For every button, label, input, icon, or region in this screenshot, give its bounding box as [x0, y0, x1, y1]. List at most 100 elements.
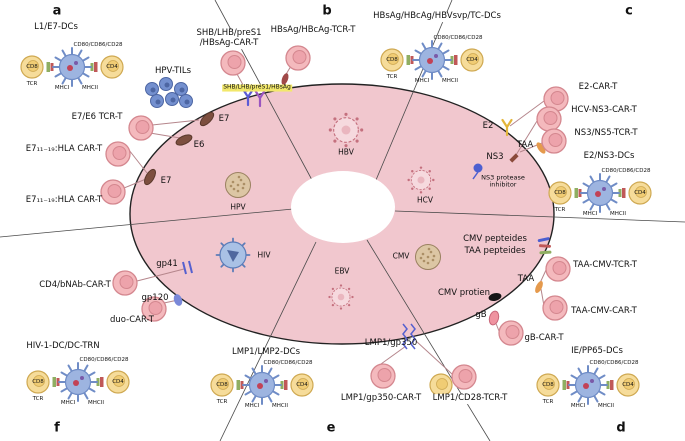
dc-c-top-cd4-label: CD4: [466, 56, 478, 63]
dc-d-cd8-label: CD8: [542, 381, 554, 388]
label-taa-cmv-tcr-t: TAA-CMV-TCR-T: [573, 260, 637, 271]
label-lmp1-cd28-tcr-t: LMP1/CD28-TCR-T: [431, 393, 509, 404]
cmv-protein-shape: [488, 293, 502, 301]
dc-a-mhc2-label: MHCII: [82, 84, 98, 91]
dc-c-top-mhc2-label: MHCII: [442, 77, 458, 84]
ns3-antigen: [509, 153, 519, 163]
tcell-hbsag-tcr-t: [285, 45, 311, 71]
dc-d-mhc1-label: MHCI: [570, 402, 586, 409]
tcell-taa-cmv-car-t: [542, 295, 568, 321]
hbv-virus-icon: [328, 112, 364, 148]
dc-c-top-mhc1-label: MHCI: [414, 77, 430, 84]
panel-label-f: f: [54, 420, 60, 436]
dc-f-cd8-label: CD8: [32, 378, 44, 385]
hiv-virus-icon: [215, 237, 251, 273]
panel-label-d: d: [616, 420, 626, 436]
hiv-label: HIV: [257, 250, 271, 260]
dc-e-cd4-label: CD4: [296, 381, 308, 388]
label-cd4-bnab-car-t: CD4/bNAb-CAR-T: [39, 280, 111, 291]
dc-f-mhc1-label: MHCI: [60, 399, 76, 406]
label-taa-peptides: TAA pepteides: [464, 246, 526, 257]
label-gp41: gp41: [156, 259, 178, 270]
tcell-hcv-ns3-car-t: [536, 106, 562, 132]
gp41-antigen: [182, 260, 193, 275]
e7-antigen-bottom: [144, 168, 156, 186]
dc-d-costim-label: CD80/CD86/CD28: [589, 359, 639, 366]
label-e7-bottom: E7: [160, 176, 172, 187]
label-l1-e7-dcs: L1/E7-DCs: [34, 22, 78, 33]
label-e7-e6-tcr-t: E7/E6 TCR-T: [71, 112, 123, 123]
label-taa-d: TAA: [517, 274, 535, 285]
tcell-lmp1-cd28-tcr-t: [451, 364, 477, 390]
dc-a-cd4-label: CD4: [106, 63, 118, 70]
label-hbsag-tc-dcs: HBsAg/HBcAg/HBVsvp/TC-DCs: [372, 11, 502, 22]
ns3-protease-inhibitor-icon: [472, 163, 483, 180]
label-taa-c: TAA: [516, 140, 534, 151]
cmv-virus-icon: [415, 244, 441, 270]
peptide-bars-icon: [537, 237, 552, 255]
label-lmp1-gp350-antigen: LMP1/gp350: [364, 338, 418, 349]
tcell-e7-e6-tcr-t: [128, 115, 154, 141]
cmv-label: CMV: [392, 251, 410, 261]
dc-a-mhc1-label: MHCI: [54, 84, 70, 91]
dc-a-tcr-label: TCR: [26, 80, 38, 87]
label-shb-car-t: SHB/LHB/preS1 /HBsAg-CAR-T: [195, 28, 263, 49]
dc-a-cd8-label: CD8: [26, 63, 38, 70]
tcell-e7-hla-car-t-2: [100, 179, 126, 205]
hcv-virus-icon: [407, 166, 435, 194]
dc-f-mhc2-label: MHCII: [88, 399, 104, 406]
dc-f-tcr-label: TCR: [32, 395, 44, 402]
dc-c-bot-cd8-label: CD8: [554, 189, 566, 196]
dc-e-mhc2-label: MHCII: [272, 402, 288, 409]
label-ie-pp65-dcs: IE/PP65-DCs: [571, 346, 623, 357]
dc-c-bot-tcr-label: TCR: [554, 206, 566, 213]
label-hbsag-tcr-t: HBsAg/HBcAg-TCR-T: [269, 25, 357, 36]
label-gb: gB: [475, 310, 487, 321]
dc-e-mhc1-label: MHCI: [244, 402, 260, 409]
label-shb-antigen: SHB/LHB/preS1/HBsAg: [222, 83, 292, 92]
label-gp120: gp120: [141, 293, 169, 304]
label-e7-hla-car-t-2: E7₁₁₋₁₉:HLA CAR-T: [25, 195, 103, 206]
dc-c-top-costim-label: CD80/CD86/CD28: [433, 34, 483, 41]
panel-label-e: e: [326, 420, 336, 436]
dc-c-top-cd8-label: CD8: [386, 56, 398, 63]
dc-c-bot-mhc2-label: MHCII: [610, 210, 626, 217]
tcell-taa-cmv-tcr-t: [545, 256, 571, 282]
label-e2-ns3-dcs: E2/NS3-DCs: [583, 151, 635, 162]
antigen-receptors: [144, 73, 552, 350]
tcell-e7-hla-car-t-1: [105, 141, 131, 167]
panel-label-b: b: [322, 3, 332, 19]
label-cmv-peptides: CMV pepteides: [463, 234, 527, 245]
center-hole: [291, 171, 395, 243]
tcell-shb-car-t: [220, 50, 246, 76]
label-hiv-1-dc-dc-trn: HIV-1-DC/DC-TRN: [26, 341, 100, 352]
dc-d-tcr-label: TCR: [542, 398, 554, 405]
label-taa-cmv-car-t: TAA-CMV-CAR-T: [571, 306, 637, 317]
label-e7-hla-car-t-1: E7₁₁₋₁₉:HLA CAR-T: [25, 144, 103, 155]
ebv-label: EBV: [334, 266, 350, 276]
hbv-label: HBV: [338, 147, 354, 157]
label-gb-car-t: gB-CAR-T: [524, 333, 564, 344]
dc-d-mhc2-label: MHCII: [598, 402, 614, 409]
dc-c-bot-costim-label: CD80/CD86/CD28: [601, 167, 651, 174]
tcell-lmp1-gp350-car-t: [370, 363, 396, 389]
label-cmv-protein: CMV protien: [437, 288, 491, 299]
tcell-cd4-bnab-car-t: [112, 270, 138, 296]
dc-e-tcr-label: TCR: [216, 398, 228, 405]
hcv-label: HCV: [416, 195, 434, 205]
tcell-gb-car-t: [498, 320, 524, 346]
dc-c-top-tcr-label: TCR: [386, 73, 398, 80]
label-e2-car-t: E2-CAR-T: [578, 82, 618, 93]
label-e6: E6: [193, 140, 205, 151]
panel-label-a: a: [52, 3, 62, 19]
ebv-virus-icon: [327, 283, 355, 311]
tcell-ns3-ns5-tcr-t: [541, 128, 567, 154]
dc-c-bot-mhc1-label: MHCI: [582, 210, 598, 217]
dc-a-costim-label: CD80/CD86/CD28: [73, 41, 123, 48]
label-ns3-ns5-tcr-t: NS3/NS5-TCR-T: [574, 128, 638, 139]
lmp1-gp350-antigen: [402, 323, 416, 350]
label-ns3-inhibitor: NS3 protease inhibitor: [481, 173, 525, 189]
label-lmp1-gp350-car-t: LMP1/gp350-CAR-T: [340, 393, 422, 404]
